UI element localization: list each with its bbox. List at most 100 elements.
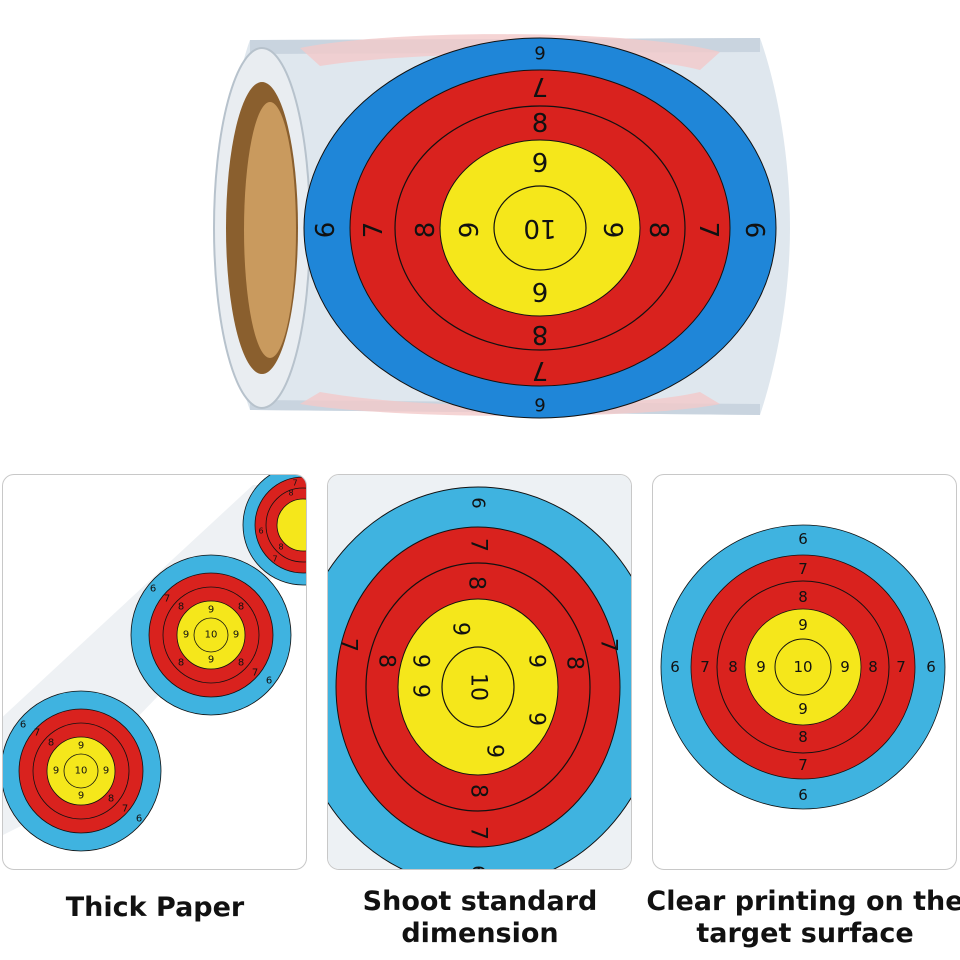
ring-number-seven: 7 (532, 71, 549, 101)
ring-nine (439, 139, 641, 317)
adjacent-sticker-bottom (300, 392, 720, 416)
ring-number-seven: 7 (798, 560, 808, 578)
ring-number-six: 6 (150, 584, 156, 595)
ring-number-six: 6 (266, 676, 272, 687)
ring-number-nine: 9 (840, 658, 850, 676)
ring-number-nine: 9 (408, 684, 433, 698)
ring-number-seven: 7 (466, 826, 491, 840)
strip-target-middle: 10 9 9 9 9 8 8 8 8 7 7 6 6 (130, 554, 292, 716)
ring-number-nine: 9 (532, 279, 549, 309)
ring-number-seven: 7 (34, 728, 40, 739)
closeup-target-image: 10 9 9 9 9 9 9 8 8 8 8 7 7 7 7 6 6 6 (328, 475, 631, 870)
ring-number-eight: 8 (532, 319, 549, 349)
ring-number-seven: 7 (252, 668, 258, 679)
ring-number-nine: 9 (597, 222, 627, 239)
ring-number-nine: 9 (524, 654, 549, 668)
ring-number-seven: 7 (336, 638, 361, 652)
ring-number-eight: 8 (798, 728, 808, 746)
ring-number-six: 6 (926, 658, 936, 676)
ring-number-six: 6 (798, 786, 808, 804)
ring-number-eight: 8 (532, 109, 549, 139)
ring-number-six: 6 (20, 720, 26, 731)
ring-number-nine: 9 (798, 616, 808, 634)
ring-number-seven: 7 (164, 594, 170, 605)
unrolled-sticker-strip-image: 7 8 8 7 6 10 9 9 9 9 8 8 8 8 (3, 475, 306, 852)
ring-number-nine: 9 (408, 654, 433, 668)
ring-number-seven: 7 (466, 538, 491, 552)
ring-number-six: 6 (670, 658, 680, 676)
caption-clear-printing: Clear printing on the target surface (646, 886, 960, 949)
ring-number-seven: 7 (693, 222, 723, 239)
ring-number-nine: 9 (53, 766, 59, 777)
ring-number-eight: 8 (278, 543, 283, 552)
flat-target: 10 9 9 9 9 8 8 8 8 7 7 7 7 6 6 6 6 (660, 524, 946, 810)
caption-thick-paper: Thick Paper (65, 892, 245, 923)
ring-number-nine: 9 (208, 605, 214, 616)
ring-number-eight: 8 (798, 588, 808, 606)
label-ten: 10 (523, 213, 556, 243)
ring-number-eight: 8 (374, 654, 399, 668)
ring-number-six: 6 (311, 222, 341, 239)
ring-number-nine: 9 (455, 222, 485, 239)
ring-number-seven: 7 (272, 555, 277, 564)
panel-clear-printing: 10 9 9 9 9 8 8 8 8 7 7 7 7 6 6 6 6 (652, 474, 957, 870)
ring-number-seven: 7 (532, 355, 549, 385)
ring-number-nine: 9 (103, 766, 109, 777)
ring-number-nine: 9 (524, 712, 549, 726)
ring-number-nine: 9 (482, 744, 507, 758)
panel-standard-dimension: 10 9 9 9 9 9 9 8 8 8 8 7 7 7 7 6 6 6 (327, 474, 632, 870)
ring-number-eight: 8 (643, 222, 673, 239)
ring-number-eight: 8 (728, 658, 738, 676)
ring-number-seven: 7 (798, 756, 808, 774)
ring-number-nine: 9 (78, 791, 84, 802)
ring-number-six: 6 (468, 865, 489, 870)
ring-number-ten: 10 (205, 630, 218, 641)
ring-number-seven: 7 (292, 479, 297, 488)
roll-core-inner (244, 102, 296, 358)
ring-number-six: 6 (468, 497, 489, 508)
ring-number-six: 6 (534, 42, 545, 63)
ring-number-seven: 7 (896, 658, 906, 676)
ring-number-six: 6 (534, 394, 545, 415)
ring-number-six: 6 (739, 222, 769, 239)
ring-number-nine: 9 (208, 655, 214, 666)
target-sticker-roll-image: 10 9 9 9 9 8 8 8 8 7 7 7 7 6 6 6 6 (213, 34, 790, 419)
strip-target-top: 7 8 8 7 6 (242, 475, 306, 586)
ring-number-nine: 9 (233, 630, 239, 641)
ring-number-seven: 7 (700, 658, 710, 676)
flat-target-image: 10 9 9 9 9 8 8 8 8 7 7 7 7 6 6 6 6 (660, 524, 946, 810)
ring-number-ten: 10 (75, 766, 88, 777)
ring-number-eight: 8 (868, 658, 878, 676)
ring-number-six: 6 (258, 527, 263, 536)
hero-target: 10 9 9 9 9 8 8 8 8 7 7 7 7 6 6 6 6 (303, 37, 777, 419)
closeup-target: 10 9 9 9 9 9 9 8 8 8 8 7 7 7 7 6 6 6 (328, 486, 631, 870)
panel-thick-paper: 7 8 8 7 6 10 9 9 9 9 8 8 8 8 (2, 474, 307, 870)
ring-number-nine: 9 (756, 658, 766, 676)
ring-number-eight: 8 (411, 222, 441, 239)
ring-number-nine: 9 (78, 741, 84, 752)
strip-target-bottom: 10 9 9 9 9 8 8 7 7 6 6 (3, 690, 162, 852)
ring-number-eight: 8 (178, 658, 184, 669)
ring-number-eight: 8 (238, 602, 244, 613)
ring-number-nine: 9 (798, 700, 808, 718)
ring-number-ten: 10 (466, 673, 491, 701)
ring-number-eight: 8 (108, 794, 114, 805)
ring-number-nine: 9 (183, 630, 189, 641)
ring-number-seven: 7 (122, 804, 128, 815)
ring-number-eight: 8 (464, 576, 489, 590)
ring-number-eight: 8 (288, 489, 293, 498)
ring-number-eight: 8 (562, 656, 587, 670)
ring-number-eight: 8 (178, 602, 184, 613)
ring-number-seven: 7 (596, 638, 621, 652)
ring-number-six: 6 (798, 530, 808, 548)
ring-number-seven: 7 (359, 222, 389, 239)
ring-number-eight: 8 (466, 784, 491, 798)
caption-standard-dimension: Shoot standard dimension (362, 886, 598, 949)
ring-ten-line (493, 185, 587, 271)
ring-number-eight: 8 (48, 738, 54, 749)
ring-number-nine: 9 (532, 149, 549, 179)
ring-number-eight: 8 (238, 658, 244, 669)
ring-number-ten: 10 (793, 658, 812, 676)
ring-eight-line (394, 105, 686, 351)
ring-number-nine: 9 (448, 622, 473, 636)
